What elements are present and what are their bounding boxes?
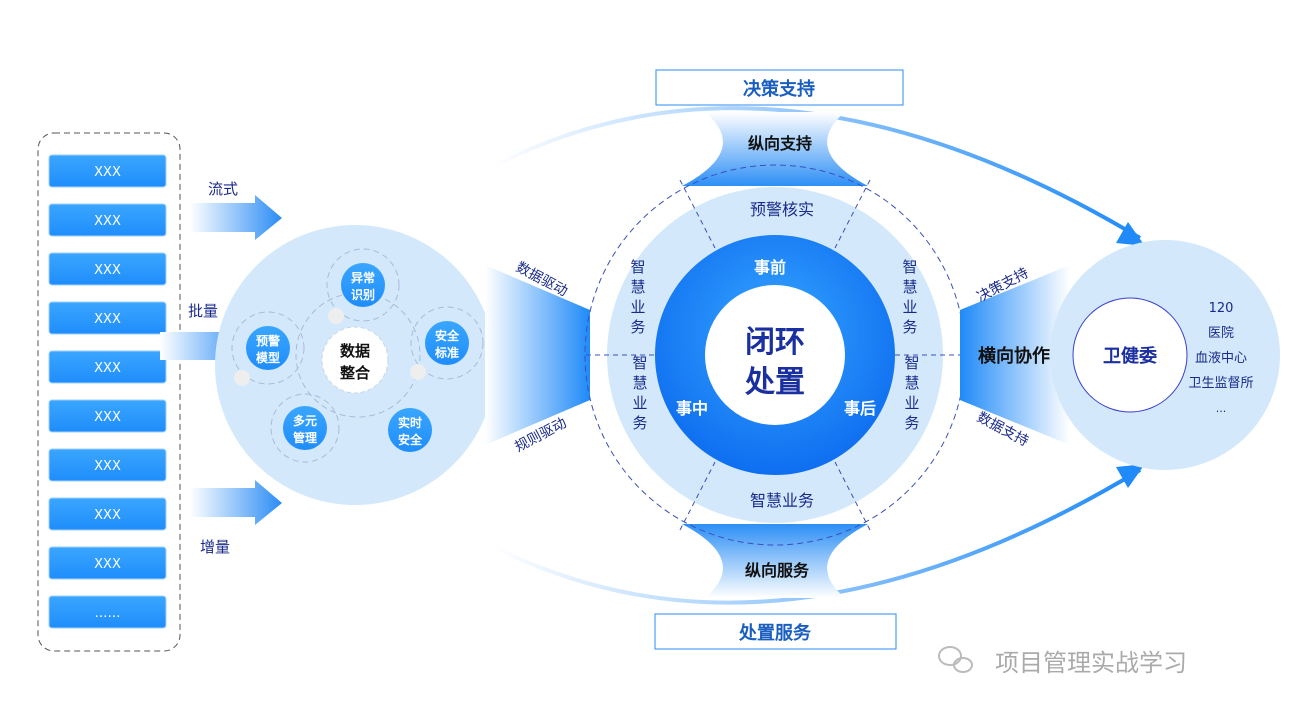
integration-node-line1: 异常 bbox=[351, 270, 375, 285]
integration-node-line1: 安全 bbox=[435, 328, 460, 343]
source-item-label: XXX bbox=[94, 263, 121, 278]
partner-list-item: ... bbox=[1216, 402, 1227, 415]
source-item[interactable] bbox=[48, 546, 167, 580]
source-list-frame bbox=[37, 132, 181, 652]
integration-center-line1: 数据 bbox=[340, 342, 370, 360]
phase-after: 事后 bbox=[844, 399, 876, 418]
partner-list-item: 卫生监督所 bbox=[1188, 376, 1253, 391]
source-item-label: XXX bbox=[94, 557, 121, 572]
horizontal-collab-label: 横向协作 bbox=[978, 345, 1050, 367]
flow-stream-label: 流式 bbox=[208, 180, 238, 198]
core-title-line1: 闭环 bbox=[745, 325, 805, 360]
integration-node bbox=[341, 263, 385, 307]
partner-list-item: 120 bbox=[1209, 301, 1234, 316]
disposal-service-box bbox=[654, 613, 897, 650]
source-item-label: XXX bbox=[94, 312, 121, 327]
ring-side-label-left-upper: 智慧业务 bbox=[630, 258, 645, 336]
vertical-service-funnel bbox=[682, 524, 868, 598]
svg-text:智慧业务: 智慧业务 bbox=[630, 258, 645, 336]
source-item-label: XXX bbox=[94, 459, 121, 474]
ring-bottom-label: 智慧业务 bbox=[750, 491, 814, 510]
flow-incremental-label: 增量 bbox=[200, 538, 230, 556]
decision-support-title: 决策支持 bbox=[743, 78, 815, 100]
integration-node bbox=[388, 408, 432, 452]
phase-during: 事中 bbox=[676, 399, 708, 418]
source-item[interactable] bbox=[48, 399, 167, 433]
vertical-support-funnel bbox=[682, 112, 868, 186]
source-item[interactable] bbox=[48, 350, 167, 384]
integration-node bbox=[283, 406, 327, 450]
wechat-icon bbox=[938, 646, 973, 673]
source-item[interactable] bbox=[48, 595, 167, 629]
decision-support-box bbox=[655, 69, 904, 106]
partner-list-item: 医院 bbox=[1208, 326, 1234, 341]
integration-node-line2: 管理 bbox=[293, 430, 317, 445]
disposal-service-title: 处置服务 bbox=[738, 622, 812, 644]
integration-node-line2: 安全 bbox=[398, 432, 423, 447]
partner-center bbox=[1072, 297, 1188, 413]
source-item-label: XXX bbox=[94, 361, 121, 376]
ring-side-label-right-upper: 智慧业务 bbox=[902, 258, 917, 336]
integration-node bbox=[425, 321, 469, 365]
ring-side-label-right-lower: 智慧业务 bbox=[904, 354, 919, 432]
vertical-service-label: 纵向服务 bbox=[745, 561, 810, 580]
integration-center-line2: 整合 bbox=[340, 364, 371, 382]
source-item[interactable] bbox=[48, 203, 167, 237]
svg-text:智慧业务: 智慧业务 bbox=[902, 258, 917, 336]
flow-batch-label: 批量 bbox=[188, 302, 218, 320]
core-title-line2: 处置 bbox=[744, 365, 805, 400]
core-center bbox=[705, 285, 845, 425]
integration-node-line1: 实时 bbox=[398, 415, 422, 430]
integration-node-line2: 模型 bbox=[256, 350, 280, 365]
svg-text:智慧业务: 智慧业务 bbox=[904, 354, 919, 432]
ring-side-label-left-lower: 智慧业务 bbox=[632, 354, 647, 432]
source-item-label: XXX bbox=[94, 508, 121, 523]
source-item-label: XXX bbox=[94, 165, 121, 180]
source-item-label: XXX bbox=[94, 214, 121, 229]
horizontal-funnel bbox=[960, 265, 1070, 445]
phase-before: 事前 bbox=[754, 258, 786, 277]
source-item[interactable] bbox=[48, 252, 167, 286]
vertical-support-label: 纵向支持 bbox=[748, 134, 812, 153]
ring-top-label: 预警核实 bbox=[750, 200, 814, 219]
source-item[interactable] bbox=[48, 301, 167, 335]
bottom-arc-arrow bbox=[489, 468, 1142, 605]
integration-node-line1: 多元 bbox=[293, 413, 317, 428]
source-item[interactable] bbox=[48, 497, 167, 531]
integration-node bbox=[246, 326, 290, 370]
partner-list-item: 血液中心 bbox=[1195, 351, 1247, 366]
source-item[interactable] bbox=[48, 448, 167, 482]
watermark-text: 项目管理实战学习 bbox=[995, 649, 1187, 677]
svg-text:智慧业务: 智慧业务 bbox=[632, 354, 647, 432]
driver-funnel bbox=[485, 265, 590, 445]
source-item[interactable] bbox=[48, 154, 167, 188]
source-item-label: …… bbox=[95, 606, 121, 621]
integration-node-line1: 预警 bbox=[256, 333, 280, 348]
source-item-label: XXX bbox=[94, 410, 121, 425]
integration-node-line2: 识别 bbox=[351, 288, 375, 302]
partner-center-label: 卫健委 bbox=[1103, 345, 1157, 367]
top-arc-arrow bbox=[489, 106, 1142, 240]
integration-node-line2: 标准 bbox=[434, 345, 459, 360]
